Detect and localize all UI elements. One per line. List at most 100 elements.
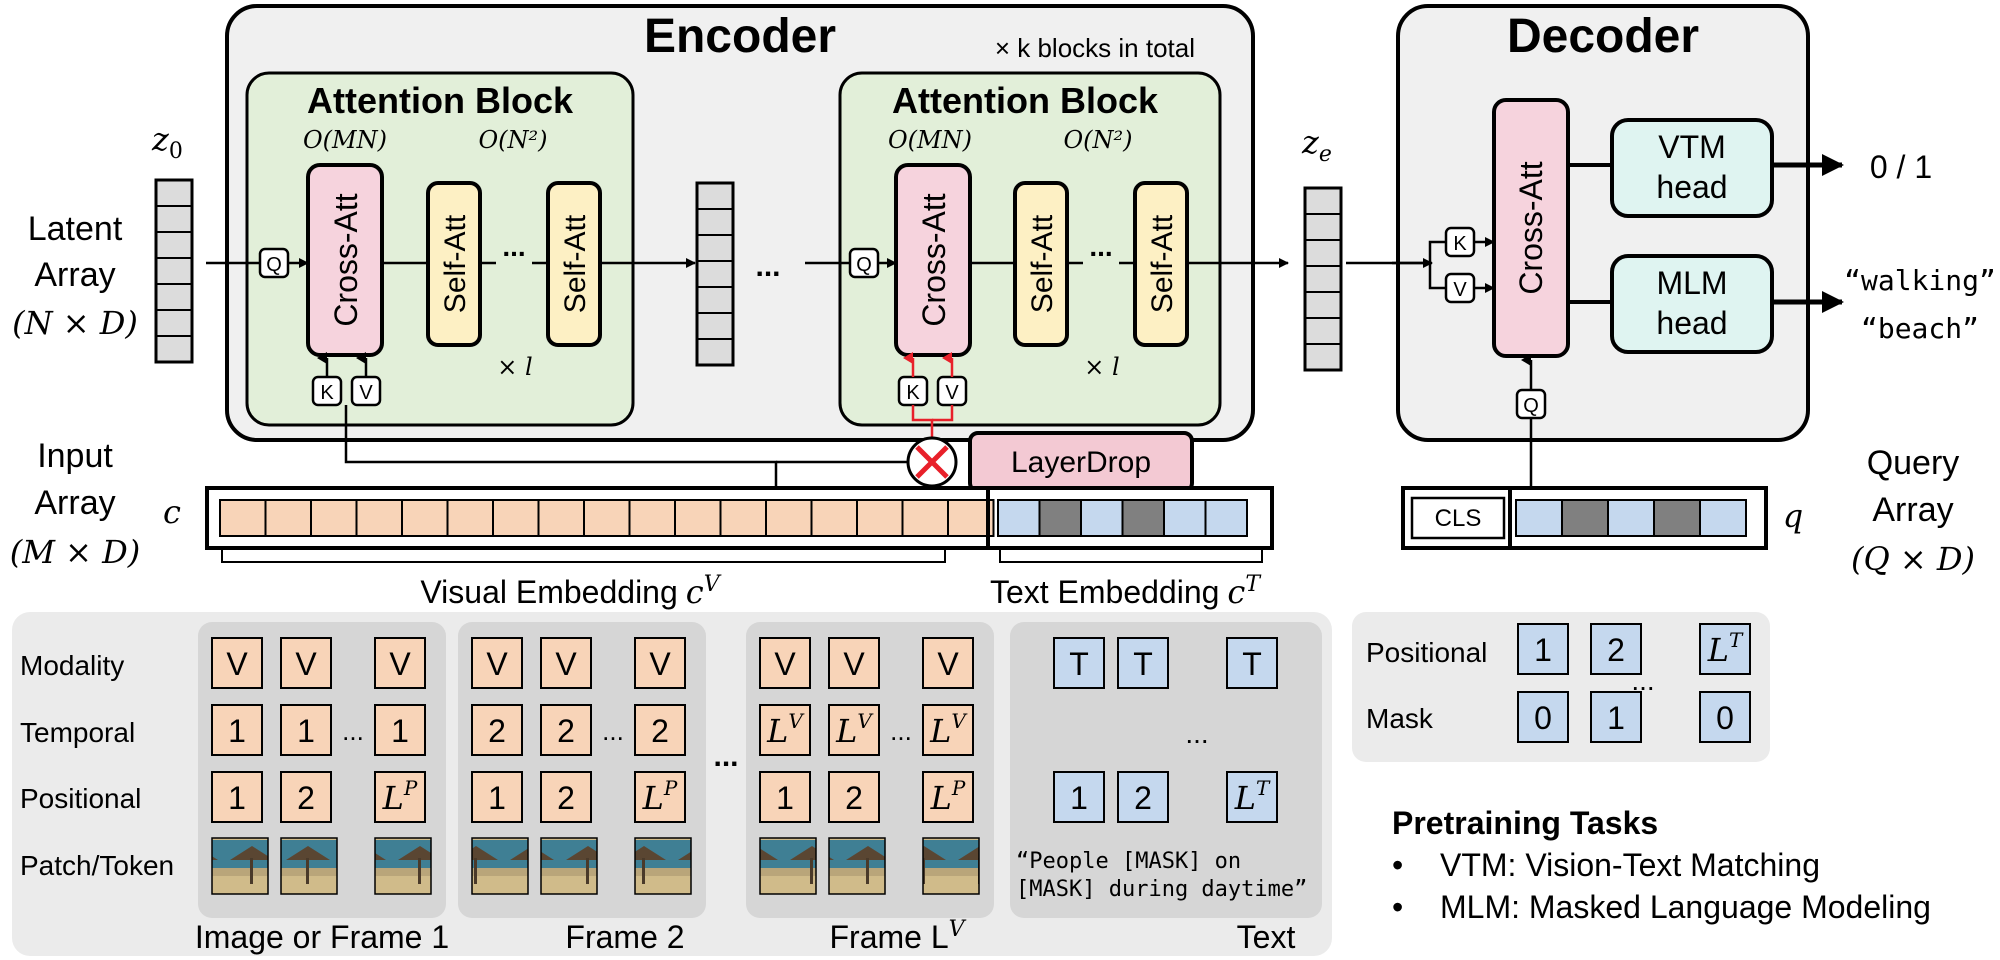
temporal-cell-label: LV bbox=[929, 709, 968, 750]
text-positional-cell-label: 1 bbox=[1070, 780, 1088, 816]
modality-cell bbox=[540, 637, 592, 689]
temporal-cell-label: 1 bbox=[391, 713, 409, 749]
positional-cell bbox=[471, 771, 523, 823]
temporal-cell-label: 2 bbox=[651, 713, 669, 749]
q-port-2-label: Q bbox=[856, 254, 872, 276]
self-att-label-2b: Self-Att bbox=[1146, 214, 1179, 313]
temporal-cell-label: 1 bbox=[297, 713, 315, 749]
latent-z0-border bbox=[154, 178, 194, 364]
visual-embedding-cell bbox=[310, 499, 358, 537]
positional-cell-label: LP bbox=[382, 776, 418, 817]
query-cell bbox=[1699, 499, 1747, 537]
pretraining-title: Pretraining Tasks bbox=[1392, 805, 1658, 841]
latent-mid-cell bbox=[696, 312, 734, 340]
ze-label: ze bbox=[1301, 123, 1332, 167]
temporal-cell bbox=[374, 704, 426, 756]
latent-mid-cell bbox=[696, 234, 734, 262]
modality-cell-label: V bbox=[843, 646, 865, 682]
row-label-positional: Positional bbox=[20, 783, 141, 814]
query-q-symbol: q bbox=[1783, 497, 1803, 535]
k-port-1-label: K bbox=[320, 382, 334, 404]
cross-att-complexity-2: O(MN) bbox=[888, 126, 972, 154]
positional-cell-label: LP bbox=[642, 776, 678, 817]
text-positional-cell-label: 2 bbox=[1134, 780, 1152, 816]
cross-att-complexity-1: O(MN) bbox=[303, 126, 387, 154]
text-embedding-cells bbox=[997, 499, 1248, 537]
modality-cell bbox=[922, 637, 974, 689]
modality-cell bbox=[211, 637, 263, 689]
latent-ze-cell bbox=[1304, 187, 1342, 215]
positional-cell-label: 2 bbox=[845, 780, 863, 816]
latent-ze-cell bbox=[1304, 265, 1342, 293]
cross-att-label-1: Cross-Att bbox=[328, 193, 364, 326]
latent-ze-cell bbox=[1304, 213, 1342, 241]
decoder-cross-att bbox=[1492, 98, 1570, 358]
decoder-cross-att-label: Cross-Att bbox=[1513, 161, 1549, 294]
pretraining-bullet-2: • bbox=[1392, 889, 1403, 925]
vtm-head-box bbox=[1610, 118, 1774, 218]
modality-cell bbox=[828, 637, 880, 689]
text-embedding-cell bbox=[1080, 499, 1124, 537]
query-cell bbox=[1515, 499, 1563, 537]
encoder-title: Encoder bbox=[644, 10, 836, 63]
temporal-cell-label: 1 bbox=[228, 713, 246, 749]
attention-block-1: Attention Block O(MN) O(N²) Cross-Att Se… bbox=[245, 71, 635, 427]
latent-z0-cell bbox=[155, 179, 193, 207]
positional-cell bbox=[828, 771, 880, 823]
temporal-cell-label: LV bbox=[835, 709, 874, 750]
latent-label-line1: Latent bbox=[28, 210, 123, 248]
latent-z0-cell bbox=[155, 309, 193, 337]
between-blocks-dots: ... bbox=[755, 250, 780, 283]
text-caption-line1: “People [MASK] on bbox=[1016, 849, 1241, 874]
modality-cell-label: V bbox=[555, 646, 577, 682]
decoder-panel: Decoder Cross-Att VTM head MLM head K V … bbox=[1396, 4, 1810, 442]
query-mask-cell-label: 1 bbox=[1607, 700, 1625, 736]
input-label-line3: (M × D) bbox=[10, 533, 141, 571]
pretraining-tasks: Pretraining Tasks • VTM: Vision-Text Mat… bbox=[1392, 805, 1931, 925]
v-port-2-label: V bbox=[945, 382, 959, 404]
mlm-head-line2: head bbox=[1656, 305, 1727, 341]
patch-thumbnail bbox=[540, 837, 598, 895]
repeat-l-1: × l bbox=[497, 353, 532, 381]
latent-z0-cell bbox=[155, 257, 193, 285]
latent-mid-cell bbox=[696, 260, 734, 288]
latent-mid-cell bbox=[696, 182, 734, 210]
text-modality-cell bbox=[1117, 637, 1169, 689]
positional-cell bbox=[759, 771, 811, 823]
decoder-box bbox=[1396, 4, 1810, 442]
positional-cell-label: 2 bbox=[557, 780, 575, 816]
text-modality-cell-label: T bbox=[1069, 646, 1089, 682]
latent-array-z0 bbox=[154, 178, 194, 364]
positional-cell-label: 1 bbox=[776, 780, 794, 816]
self-att-complexity-1: O(N²) bbox=[478, 126, 547, 154]
visual-embedding-cell bbox=[219, 499, 267, 537]
input-c-symbol: c bbox=[163, 493, 181, 531]
modality-cell-label: V bbox=[774, 646, 796, 682]
positional-cell bbox=[540, 771, 592, 823]
query-positional-cell bbox=[1699, 623, 1751, 675]
row-label-patch-token: Patch/Token bbox=[20, 850, 174, 881]
attention-block-2-title: Attention Block bbox=[892, 80, 1159, 121]
frame1-label: Image or Frame 1 bbox=[195, 919, 449, 955]
mlm-output-1: “walking” bbox=[1844, 264, 1996, 297]
frames-ellipsis: ... bbox=[713, 740, 738, 773]
modality-cell-label: V bbox=[389, 646, 411, 682]
latent-ze-cell bbox=[1304, 239, 1342, 267]
attention-block-1-title: Attention Block bbox=[307, 80, 574, 121]
k-port-2-label: K bbox=[906, 382, 920, 404]
positional-cell bbox=[280, 771, 332, 823]
input-label-line2: Array bbox=[34, 484, 115, 522]
latent-array-ze bbox=[1303, 186, 1343, 372]
text-embedding-cell bbox=[997, 499, 1041, 537]
visual-embedding-cell bbox=[264, 499, 312, 537]
query-table-bg bbox=[1352, 612, 1770, 762]
vtm-output: 0 / 1 bbox=[1870, 149, 1932, 185]
text-modality-cell bbox=[1053, 637, 1105, 689]
patch-thumbnail bbox=[634, 837, 692, 895]
visual-embedding-cell bbox=[856, 499, 904, 537]
temporal-ellipsis: ... bbox=[890, 716, 912, 746]
